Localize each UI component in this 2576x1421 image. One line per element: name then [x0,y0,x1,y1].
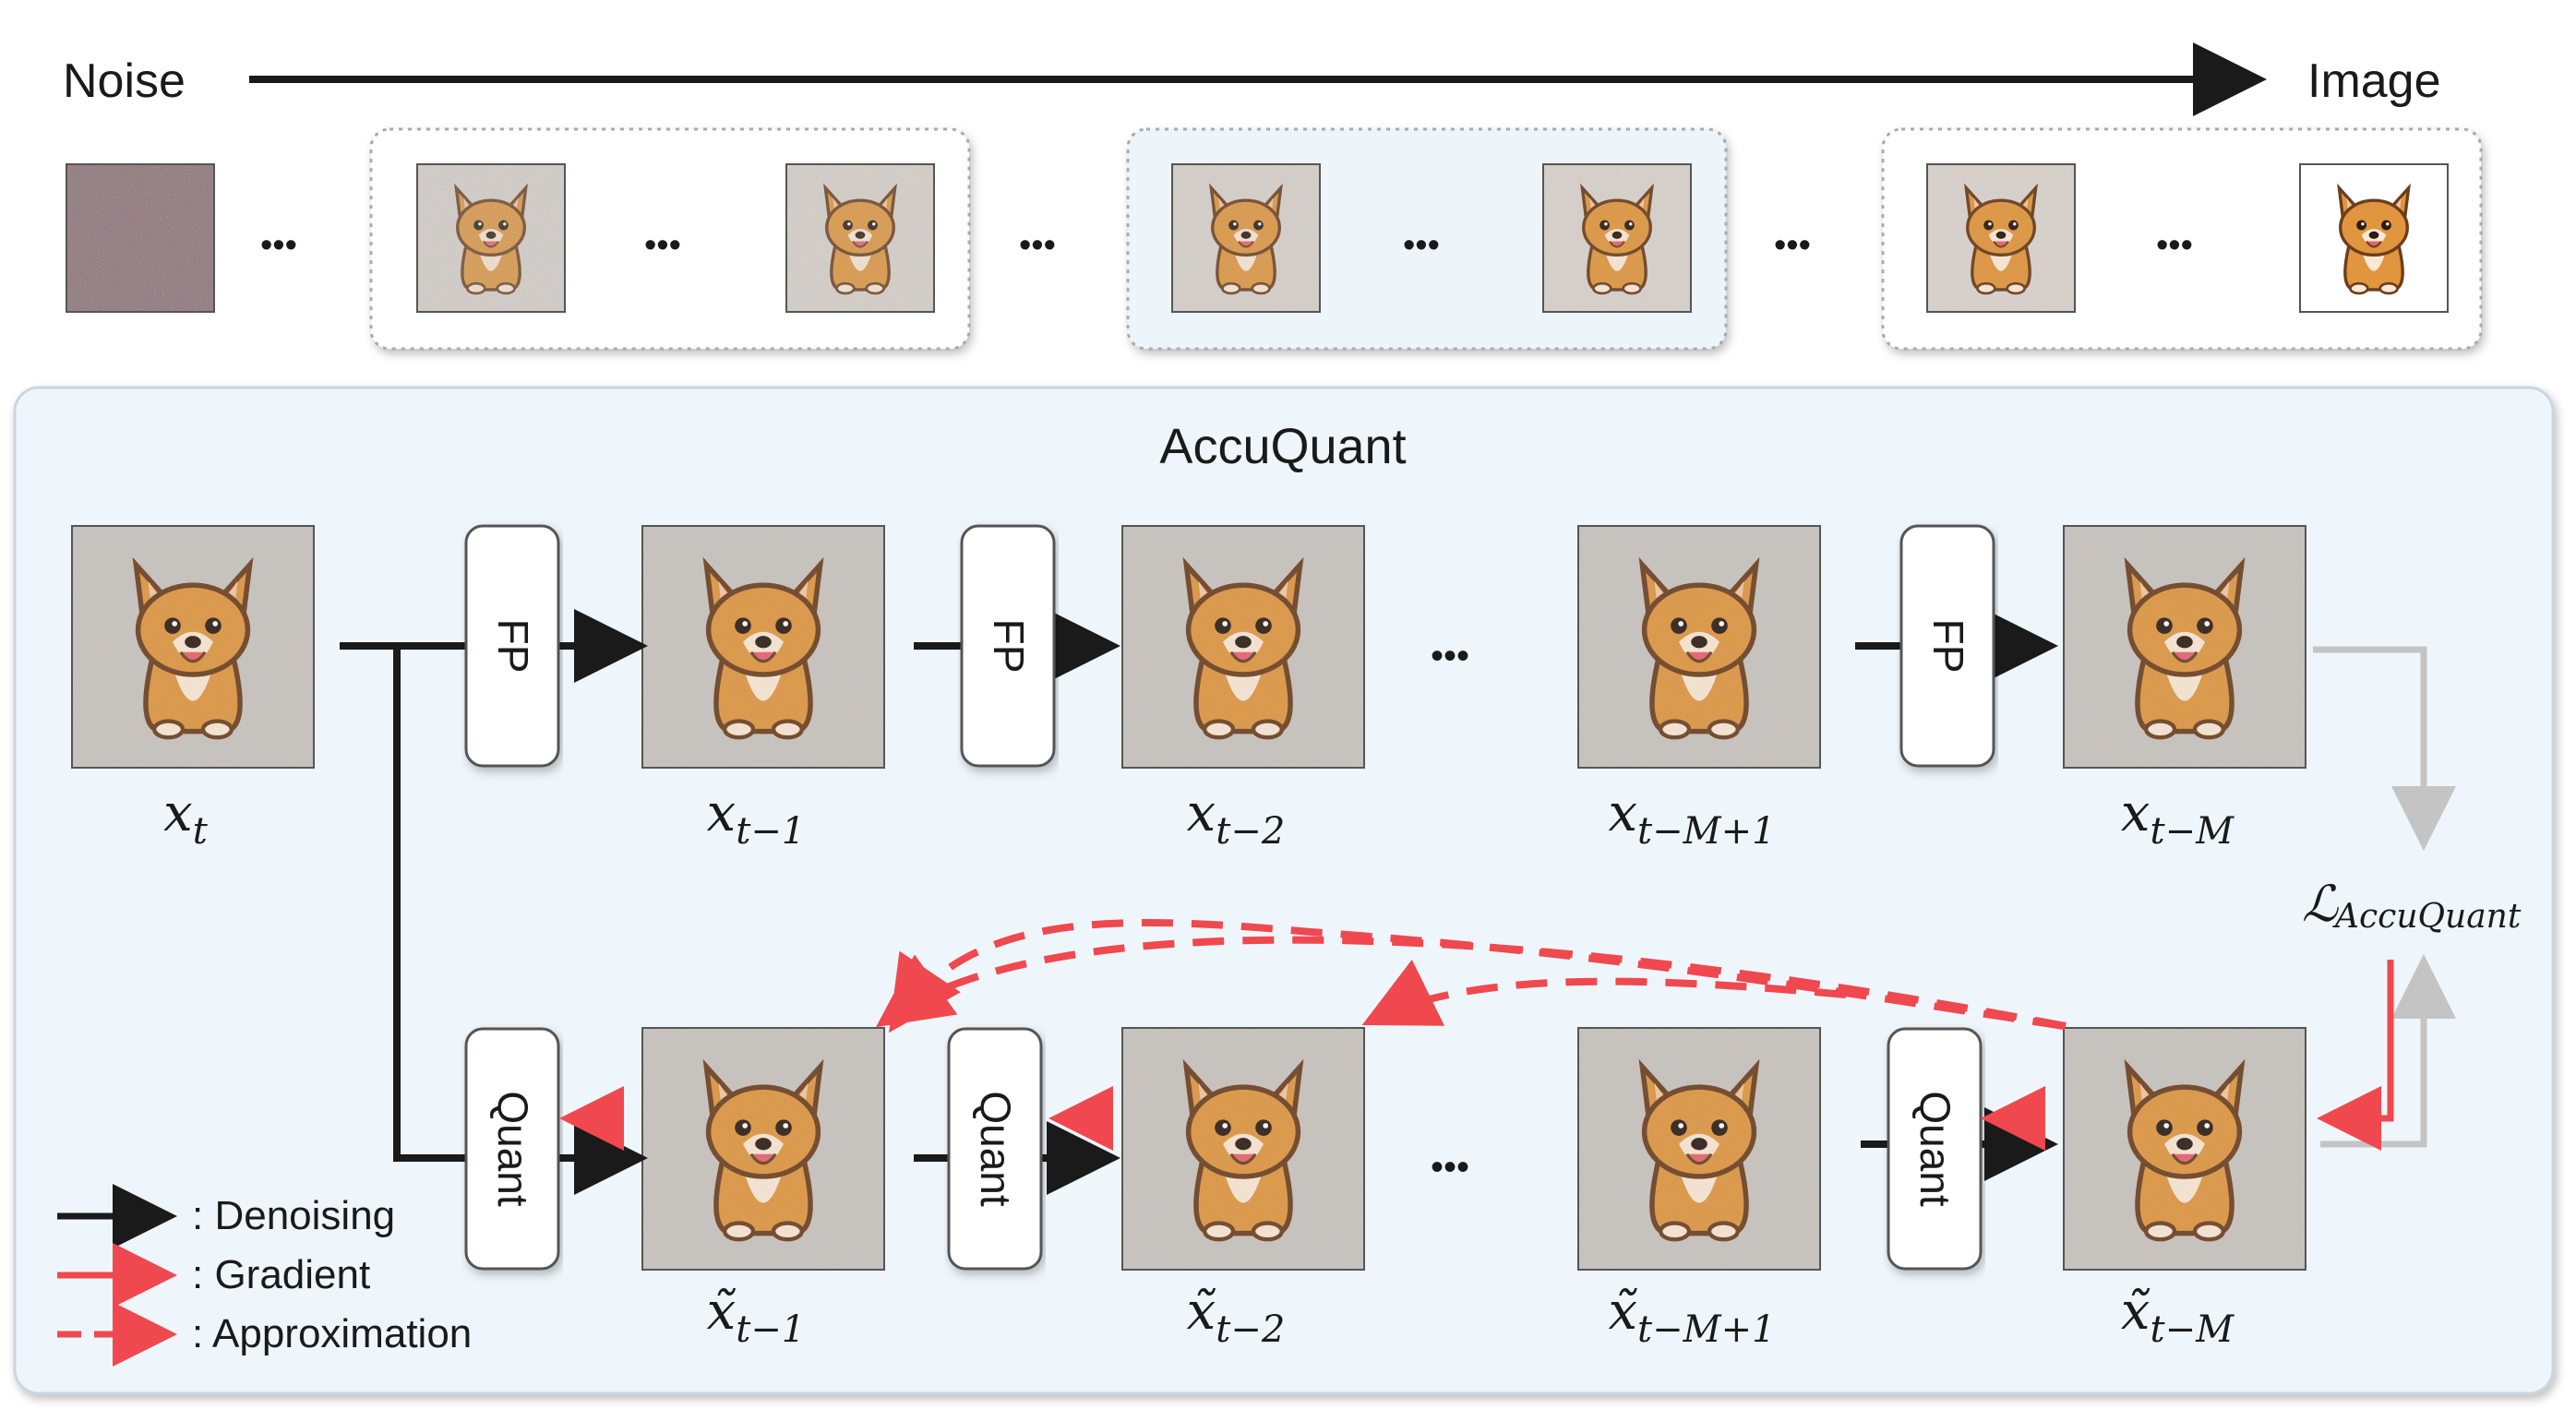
loss-symbol: ℒ [2302,875,2339,933]
fp-image-2 [1121,525,1365,769]
fp-label-3: xt−M+1 [1608,783,1775,853]
fp-label-0: xt [163,783,209,853]
quant-block-2: Quant [947,1027,1043,1271]
top-thumbnail-5 [1926,163,2076,313]
fp-block-2-label: FP [985,619,1033,674]
legend-gradient-label: : Gradient [192,1252,370,1297]
fp-image-4 [2063,525,2306,769]
top-ellipsis-5: ••• [1774,226,1811,265]
quant-label-4: x̃t−M [2121,1282,2235,1351]
approximation-xtilde-tm-to-xtilde-t2 [1361,959,1847,1026]
fp-image-1 [641,525,885,769]
fp-block-1: FP [464,524,560,768]
quant-image-2 [1121,1027,1365,1271]
legend: : Denoising : Gradient : Approximation [57,1184,472,1367]
loss-subscript: AccuQuant [2332,898,2522,936]
top-ellipsis-4: ••• [1403,226,1440,265]
top-ellipsis-2: ••• [644,226,681,265]
fp-block-2: FP [960,524,1056,768]
pure-noise-thumbnail [66,163,215,313]
loss-label: ℒ AccuQuant [2302,875,2522,936]
top-thumbnail-6 [2299,163,2449,313]
quant-label-3: x̃t−M+1 [1608,1282,1775,1351]
approximation-xtilde-tm-to-xtilde-t1 [875,936,2067,1030]
top-ellipsis-1: ••• [260,226,297,265]
legend-denoising-label: : Denoising [192,1193,395,1238]
quant-label-2: x̃t−2 [1187,1282,1286,1351]
quant-image-4 [2063,1027,2306,1271]
top-ellipsis-6: ••• [2156,226,2193,265]
approximation-arrows [889,919,2065,1033]
panel-title: AccuQuant [1159,419,1406,474]
noise-label: Noise [63,54,186,108]
approximation-curves [875,936,2067,1030]
fp-block-3: FP [1899,524,1995,768]
fp-label-1: xt−1 [707,783,806,853]
fp-image-0 [71,525,315,769]
quant-block-3: Quant [1887,1027,1983,1271]
fp-row-ellipsis: ••• [1431,636,1469,676]
fp-row-arrows [340,609,2058,1195]
quant-block-1: Quant [464,1027,560,1271]
fp-label-2: xt−2 [1187,783,1286,853]
fp-block-3-label: FP [1924,619,1972,674]
quant-label-1: x̃t−1 [707,1282,806,1351]
top-thumbnail-2 [785,163,935,313]
top-thumbnail-4 [1542,163,1692,313]
quant-block-2-label: Quant [972,1091,1020,1207]
quant-block-3-label: Quant [1911,1091,1959,1207]
image-label: Image [2307,54,2441,108]
fp-image-3 [1577,525,1821,769]
fp-block-1-label: FP [489,619,537,674]
quant-row-ellipsis: ••• [1431,1147,1469,1188]
quant-image-3 [1577,1027,1821,1271]
quant-image-1 [641,1027,885,1271]
gradient-arrows [559,960,2394,1151]
legend-approximation-label: : Approximation [192,1311,472,1356]
quant-block-1-label: Quant [489,1091,537,1207]
fp-label-4: xt−M [2121,783,2235,853]
top-thumbnail-1 [416,163,566,313]
top-thumbnail-3 [1171,163,1321,313]
top-ellipsis-3: ••• [1019,226,1056,265]
